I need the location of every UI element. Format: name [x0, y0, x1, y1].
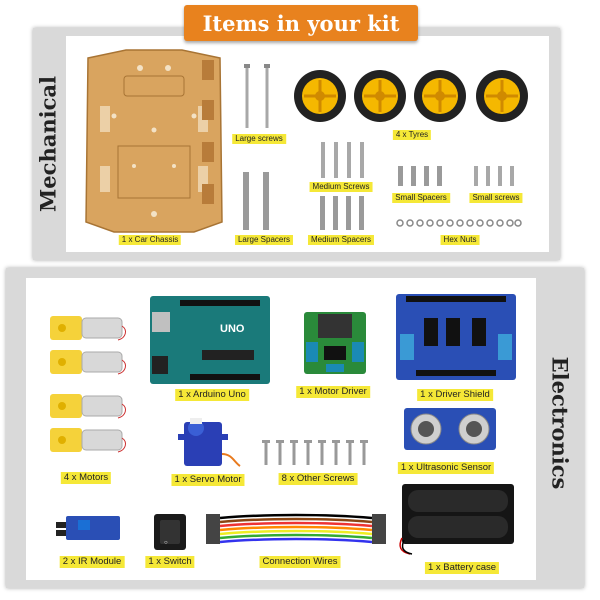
label-ultrasonic-sensor: 1 x Ultrasonic Sensor [397, 462, 495, 474]
hex-nuts-image [396, 219, 522, 227]
small-spacers-image [398, 166, 442, 186]
label-battery-case: 1 x Battery case [424, 562, 500, 574]
label-ir-module: 2 x IR Module [59, 556, 125, 568]
arduino-logo-text: UNO [220, 323, 245, 335]
tyres-image [294, 68, 530, 124]
label-connection-wires: Connection Wires [259, 556, 341, 568]
label-servo-motor: 1 x Servo Motor [171, 474, 245, 486]
arduino-uno-image: UNO [150, 296, 270, 384]
label-small-screws: Small screws [469, 193, 523, 203]
motors-image [49, 316, 126, 453]
connection-wires-image [206, 513, 386, 544]
motor-driver-image [304, 312, 366, 374]
large-spacers-image [243, 172, 269, 230]
servo-motor-image [178, 418, 241, 467]
ir-module-image [56, 516, 120, 540]
kit-title-banner: Items in your kit [184, 5, 418, 41]
label-medium-spacers: Medium Spacers [307, 235, 375, 245]
mechanical-heading: Mechanical [35, 76, 61, 212]
label-hex-nuts: Hex Nuts [440, 235, 480, 245]
label-tyres: 4 x Tyres [392, 130, 432, 140]
kit-title: Items in your kit [202, 10, 400, 36]
battery-case-image [399, 484, 514, 555]
label-switch: 1 x Switch [145, 556, 195, 568]
label-car-chassis: 1 x Car Chassis [118, 235, 182, 245]
label-small-spacers: Small Spacers [392, 193, 450, 203]
label-other-screws: 8 x Other Screws [278, 473, 358, 485]
label-driver-shield: 1 x Driver Shield [417, 389, 493, 401]
driver-shield-image [396, 294, 516, 380]
electronics-heading: Electronics [547, 356, 573, 490]
large-screws-image [244, 64, 270, 128]
chassis-brackets-image [202, 60, 214, 204]
label-arduino-uno: 1 x Arduino Uno [175, 389, 249, 401]
other-screws-image [262, 440, 368, 465]
label-motor-driver: 1 x Motor Driver [296, 386, 370, 398]
label-motors: 4 x Motors [60, 472, 112, 484]
medium-spacers-image [320, 196, 364, 230]
ultrasonic-sensor-image [404, 408, 496, 450]
label-large-screws: Large screws [232, 134, 286, 144]
car-chassis-image [85, 49, 223, 233]
label-large-spacers: Large Spacers [234, 235, 294, 245]
svg-text:○: ○ [164, 540, 168, 546]
switch-image: ○ [154, 514, 186, 550]
small-screws-image [474, 166, 514, 186]
label-medium-screws: Medium Screws [309, 182, 373, 192]
medium-screws-image [321, 142, 364, 178]
